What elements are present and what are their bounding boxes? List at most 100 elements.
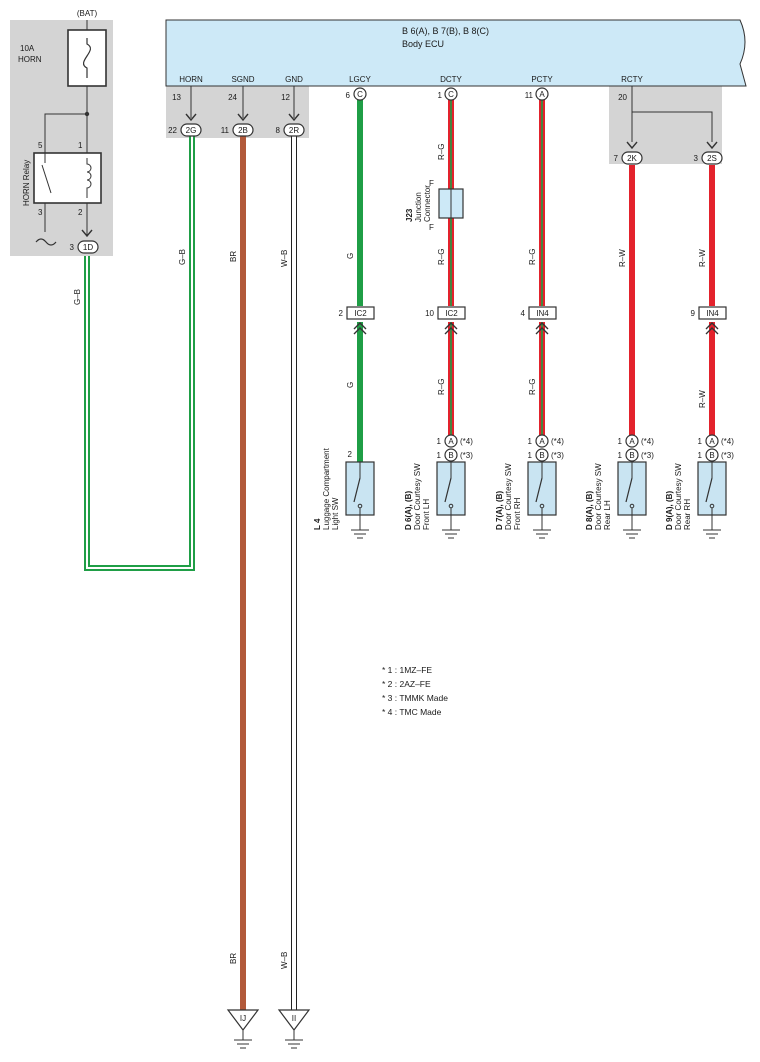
connector-in4-pcty-id: IN4 — [536, 309, 549, 318]
junction-in-label: F — [429, 179, 434, 188]
note-3: * 3 : TMMK Made — [382, 693, 448, 703]
front-rh-pin-a: 1 — [528, 437, 533, 446]
wire-label-r-g-dcty-1: R–G — [437, 144, 446, 160]
connector-1d: 1D 3 — [70, 229, 99, 254]
ecu-pin-num-dcty: 1 — [438, 91, 443, 100]
connector-2g-num: 22 — [168, 126, 177, 135]
ecu-terminal-dcty: C — [444, 87, 458, 101]
ecu-pin-num-rcty: 20 — [618, 93, 627, 102]
note-4: * 4 : TMC Made — [382, 707, 442, 717]
body-ecu-box — [165, 19, 747, 87]
rear-lh-sw-name-2: Rear LH — [603, 500, 612, 530]
ecu-pin-num-sgnd: 24 — [228, 93, 237, 102]
ecu-pin-label-dcty: DCTY — [440, 75, 462, 84]
ecu-terminal-pcty: A — [535, 87, 549, 101]
switch-front-rh — [527, 461, 557, 539]
ecu-pin-num-pcty: 11 — [525, 91, 534, 100]
junction-name-1: Junction — [414, 192, 423, 222]
connector-2k-num: 7 — [614, 154, 619, 163]
ground-point-ij: IJ — [226, 1009, 260, 1049]
rear-rh-sw-name-1: Door Courtesy SW — [674, 463, 683, 530]
front-rh-note-a: (*4) — [551, 437, 564, 446]
switch-terminals-rear-rh: A B 1 1 (*4) (*3) — [698, 434, 734, 462]
connector-in4-rear-id: IN4 — [706, 309, 719, 318]
connector-ic2-lgcy-id: IC2 — [354, 309, 367, 318]
front-rh-terminal-a: A — [539, 437, 545, 446]
connector-2s-id: 2S — [707, 154, 717, 163]
connector-2k-id: 2K — [627, 154, 637, 163]
front-lh-pin-a: 1 — [437, 437, 442, 446]
ecu-terminal-lgcy: C — [353, 87, 367, 101]
rear-rh-sw-name-2: Rear RH — [683, 499, 692, 530]
ecu-subtitle: Body ECU — [402, 39, 444, 49]
connector-2g-id: 2G — [186, 126, 197, 135]
switch-rear-rh — [697, 461, 727, 539]
wire-label-w-b-top: W–B — [280, 250, 289, 267]
rear-lh-terminal-b: B — [629, 451, 634, 460]
switch-luggage-light: 2 — [345, 450, 375, 539]
connector-2g: 2G 22 — [168, 113, 202, 137]
connector-2s-num: 3 — [694, 154, 699, 163]
wire-label-br-top: BR — [229, 251, 238, 262]
tilde-icon — [35, 238, 57, 246]
front-rh-sw-name-2: Front RH — [513, 497, 522, 530]
wire-label-g-upper: G — [346, 253, 355, 259]
ground-point-ii: II — [277, 1009, 311, 1049]
rcty-branch — [632, 111, 713, 142]
relay-feed — [44, 113, 87, 153]
front-lh-terminal-b: B — [448, 451, 453, 460]
wire-label-r-g-pcty-2: R–G — [528, 379, 537, 395]
note-2: * 2 : 2AZ–FE — [382, 679, 431, 689]
rear-lh-pin-a: 1 — [618, 437, 623, 446]
switch-terminals-front-rh: A B 1 1 (*4) (*3) — [528, 434, 564, 462]
bat-label: (BAT) — [77, 9, 98, 18]
rear-rh-note-b: (*3) — [721, 451, 734, 460]
wire-label-w-b-bottom: W–B — [280, 952, 289, 969]
wire-label-r-g-pcty-1: R–G — [528, 249, 537, 265]
ground-ii-label: II — [292, 1014, 296, 1023]
connector-in4-pcty: IN4 4 — [521, 306, 557, 335]
front-rh-sw-code: D 7(A), (B) — [495, 491, 504, 530]
connector-ic2-dcty: IC2 10 — [425, 306, 466, 335]
luggage-sw-pin: 2 — [348, 450, 353, 459]
connector-2b-num: 11 — [221, 126, 230, 135]
relay-switch-contact — [41, 164, 52, 194]
rear-rh-sw-code: D 9(A), (B) — [665, 491, 674, 530]
ecu-terminal-lgcy-letter: C — [357, 90, 363, 99]
relay-pin-3: 3 — [38, 208, 43, 217]
ecu-terminal-pcty-letter: A — [539, 90, 545, 99]
front-lh-note-a: (*4) — [460, 437, 473, 446]
rear-rh-terminal-a: A — [709, 437, 715, 446]
connector-ic2-dcty-id: IC2 — [445, 309, 458, 318]
connector-ic2-lgcy-num: 2 — [339, 309, 344, 318]
connector-2s: 2S 3 — [694, 141, 723, 165]
front-rh-note-b: (*3) — [551, 451, 564, 460]
connector-2r-id: 2R — [289, 126, 299, 135]
wire-label-g-lower: G — [346, 382, 355, 388]
rear-lh-pin-b: 1 — [618, 451, 623, 460]
front-rh-terminal-b: B — [539, 451, 544, 460]
junction-out-label: F — [429, 223, 434, 232]
front-rh-sw-name-1: Door Courtesy SW — [504, 463, 513, 530]
ecu-pin-label-rcty: RCTY — [621, 75, 643, 84]
wire-label-r-w-rear-rh-2: R–W — [698, 390, 707, 408]
relay-pin-5: 5 — [38, 141, 43, 150]
front-lh-sw-name-1: Door Courtesy SW — [413, 463, 422, 530]
wire-label-br-bottom: BR — [229, 953, 238, 964]
front-lh-terminal-a: A — [448, 437, 454, 446]
ecu-pin-label-pcty: PCTY — [531, 75, 553, 84]
ecu-title: B 6(A), B 7(B), B 8(C) — [402, 26, 489, 36]
switch-terminals-front-lh: A B 1 1 (*4) (*3) — [437, 434, 473, 462]
wire-label-r-w-rear-rh-1: R–W — [698, 249, 707, 267]
rear-lh-note-b: (*3) — [641, 451, 654, 460]
wire-label-g-b-left: G–B — [73, 289, 82, 305]
footnotes: * 1 : 1MZ–FE * 2 : 2AZ–FE * 3 : TMMK Mad… — [382, 665, 448, 717]
fuse-rating: 10A — [20, 44, 35, 53]
wire-label-g-b-right: G–B — [178, 249, 187, 265]
switch-front-lh — [436, 461, 466, 539]
rear-lh-sw-code: D 8(A), (B) — [585, 491, 594, 530]
connector-ic2-lgcy: IC2 2 — [339, 306, 375, 335]
wire-g-b-horn-stripe — [86, 133, 193, 569]
luggage-sw-name-2: Light SW — [331, 497, 340, 530]
rear-rh-note-a: (*4) — [721, 437, 734, 446]
